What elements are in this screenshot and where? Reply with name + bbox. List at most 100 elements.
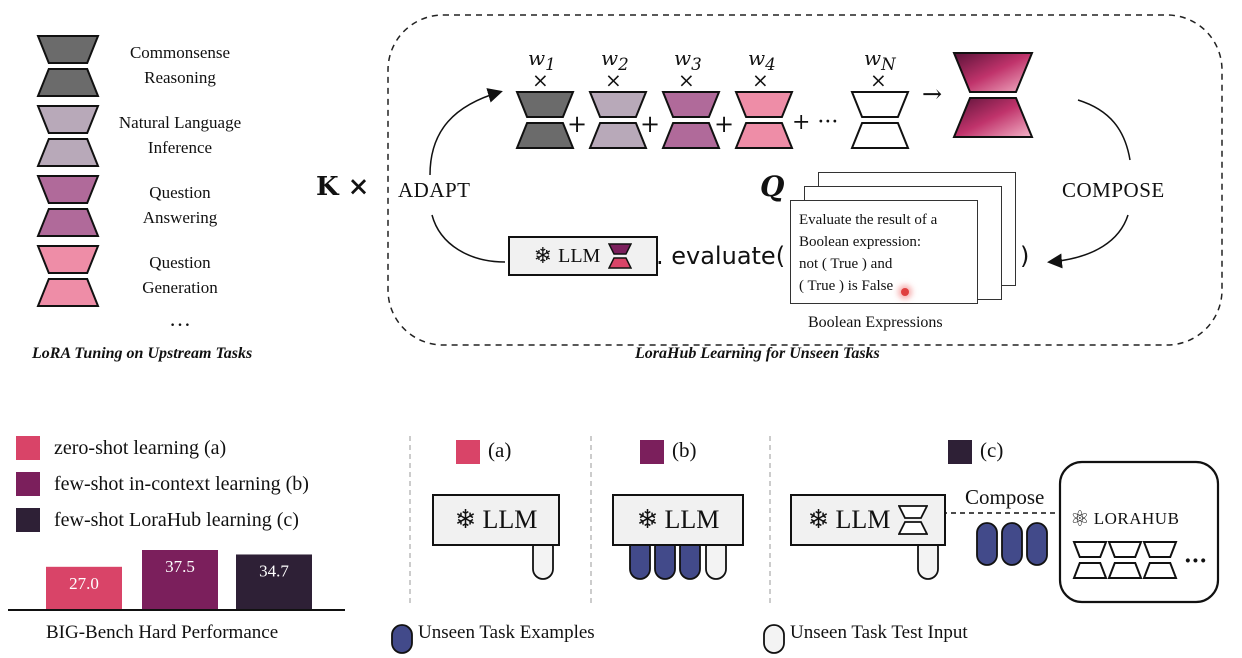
bar-value-label: 27.0 [69, 574, 99, 593]
weighted-lora-icon [588, 91, 648, 149]
loop-dashed-frame [387, 14, 1223, 346]
lorahub-loop-diagram [387, 14, 1223, 346]
legend-test-input-label: Unseen Task Test Input [790, 622, 968, 643]
composed-lora-icon [952, 52, 1034, 138]
legend-swatch [16, 436, 40, 460]
weighted-lora-icon [515, 91, 575, 149]
plus-dots: + ··· [792, 110, 839, 135]
arrow-to-composed: → [922, 80, 943, 108]
lora-module-icon [36, 175, 100, 237]
method-legend: zero-shot learning (a) few-shot in-conte… [16, 430, 309, 538]
lora-mini-icon [898, 505, 929, 535]
llm-frozen-box: ❄ LLM [508, 236, 658, 276]
legend-test-pill [763, 624, 785, 654]
panel-b-swatch [640, 440, 664, 464]
card-line-4: ( True ) is False [799, 278, 894, 294]
compose-arrow-top [1077, 99, 1131, 161]
evaluate-close-paren: ) [1020, 242, 1030, 270]
legend-item-lorahub: few-shot LoraHub learning (c) [16, 502, 309, 538]
example-pill [1001, 522, 1023, 566]
legend-example-pill [391, 624, 413, 654]
weight-w2: w2 [601, 46, 629, 74]
weighted-lora-icon [661, 91, 721, 149]
compose-label: COMPOSE [1062, 178, 1165, 202]
card-line-1: Evaluate the result of a [799, 212, 938, 228]
panel-c-swatch [948, 440, 972, 464]
snowflake-icon: ❄ [807, 505, 830, 535]
snowflake-icon: ❄ [636, 505, 659, 535]
lora-module-icons [36, 35, 100, 307]
lora-module-icon [36, 245, 100, 307]
upstream-caption: LoRA Tuning on Upstream Tasks [32, 345, 253, 362]
weighted-lora-icon [734, 91, 794, 149]
evaluate-call: . evaluate( [656, 242, 786, 270]
lora-mini-icon [608, 243, 633, 269]
legend-swatch [16, 472, 40, 496]
times-1: × [532, 68, 549, 92]
plus-3: + [714, 110, 735, 138]
example-pill [976, 522, 998, 566]
times-3: × [678, 68, 695, 92]
adapt-return-arrow [431, 214, 506, 263]
cursor-dot [901, 288, 909, 296]
pool-lora-icon [1072, 541, 1108, 579]
legend-item-zero-shot: zero-shot learning (a) [16, 430, 309, 466]
panel-a-swatch [456, 440, 480, 464]
weight-wn: wN [864, 46, 896, 74]
lora-pool-modules [1072, 541, 1178, 579]
legend-item-icl: few-shot in-context learning (b) [16, 466, 309, 502]
weight-w1: w1 [528, 46, 556, 74]
bar [46, 566, 122, 610]
bar-value-label: 37.5 [165, 557, 195, 576]
llm-box-c: ❄ LLM [790, 494, 946, 546]
bar [236, 554, 312, 610]
plus-2: + [640, 110, 661, 138]
llm-box-b: ❄ LLM [612, 494, 744, 546]
lora-module-icon [36, 35, 100, 97]
bar [142, 550, 218, 610]
weight-w3: w3 [674, 46, 702, 74]
snowflake-icon: ❄ [533, 243, 553, 269]
panel-a-label: (a) [488, 438, 512, 462]
adapt-arrow [429, 88, 503, 176]
chart-xlabel: BIG-Bench Hard Performance [46, 622, 279, 643]
times-4: × [752, 68, 769, 92]
snowflake-icon: ❄ [454, 505, 477, 535]
pool-more-dots: ··· [1184, 548, 1207, 574]
card-line-2: Boolean expression: [799, 234, 922, 250]
example-pill [1026, 522, 1048, 566]
panel-c-label: (c) [980, 438, 1004, 462]
k-times-label: K × [316, 172, 370, 202]
settings-panels [391, 436, 1220, 654]
lora-module-icon [36, 105, 100, 167]
more-tasks-ellipsis: … [169, 306, 191, 331]
card-line-3: not ( True ) and [799, 256, 893, 272]
bar-value-label: 34.7 [259, 561, 289, 580]
q-symbol: Q [760, 170, 785, 203]
weight-w4: w4 [748, 46, 776, 74]
times-n: × [870, 68, 887, 92]
compose-arrow-bottom [1047, 214, 1129, 269]
adapt-label: ADAPT [398, 178, 471, 202]
weighted-lora-modules [515, 91, 910, 149]
llm-box-a: ❄ LLM [432, 494, 560, 546]
atom-icon: ⚛ [1070, 506, 1090, 531]
pool-lora-icon [1107, 541, 1143, 579]
llm-label: LLM [558, 244, 601, 267]
example-card-front: Evaluate the result of a Boolean express… [790, 200, 978, 304]
lorahub-pool-box [1058, 460, 1220, 604]
boolean-expressions-caption: Boolean Expressions [808, 314, 943, 331]
plus-1: + [567, 110, 588, 138]
legend-swatch [16, 508, 40, 532]
compose-label-bottom: Compose [965, 485, 1045, 509]
bbh-bar-chart: 27.0 37.5 34.7 [8, 550, 345, 611]
legend-examples-label: Unseen Task Examples [418, 622, 595, 643]
pool-lora-icon [1142, 541, 1178, 579]
times-2: × [605, 68, 622, 92]
lorahub-title: ⚛ LORAHUB [1070, 506, 1180, 531]
